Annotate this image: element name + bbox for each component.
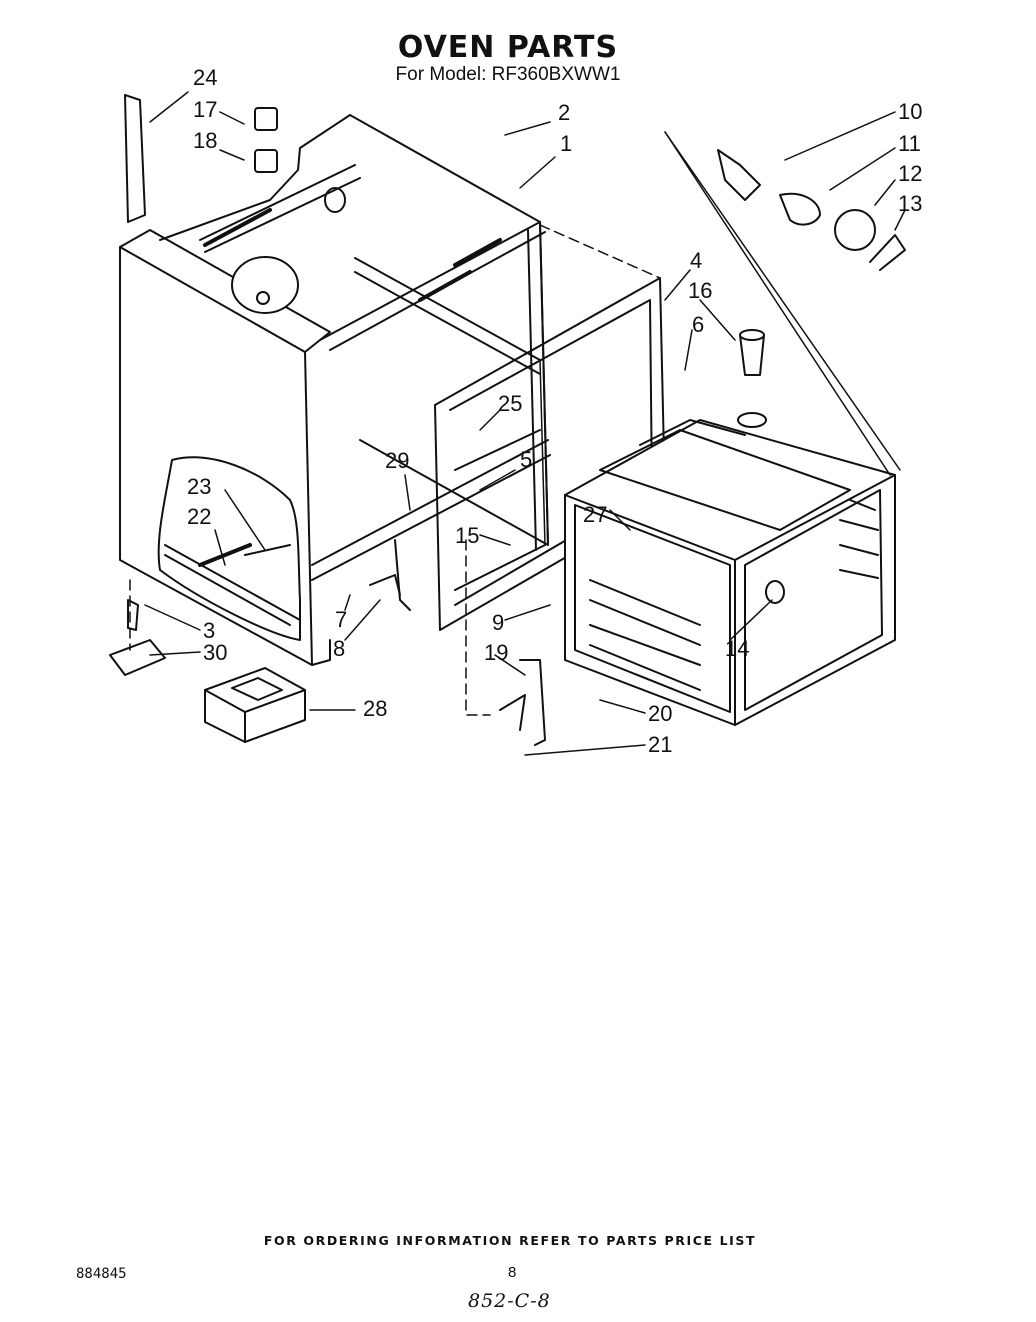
leader-lines bbox=[144, 91, 906, 756]
callout-12: 12 bbox=[898, 161, 922, 186]
callout-7: 7 bbox=[335, 607, 347, 632]
callout-1: 1 bbox=[560, 131, 572, 156]
cabinet-body bbox=[119, 114, 551, 666]
oven-light-assembly bbox=[664, 131, 906, 476]
callout-3: 3 bbox=[203, 618, 215, 643]
callout-15: 15 bbox=[455, 523, 479, 548]
callout-28: 28 bbox=[363, 696, 387, 721]
callout-29: 29 bbox=[385, 448, 409, 473]
callout-2: 2 bbox=[558, 100, 570, 125]
callout-10: 10 bbox=[898, 99, 922, 124]
model-subtitle: For Model: RF360BXWW1 bbox=[395, 64, 621, 85]
callout-6: 6 bbox=[692, 312, 704, 337]
small-parts bbox=[109, 94, 546, 746]
callout-21: 21 bbox=[648, 732, 672, 757]
document-number: 884845 bbox=[76, 1266, 127, 1282]
callout-30: 30 bbox=[203, 640, 227, 665]
callout-20: 20 bbox=[648, 701, 672, 726]
callout-18: 18 bbox=[193, 128, 217, 153]
callout-labels: 1 2 3 4 5 6 7 8 9 10 11 12 13 14 15 16 1… bbox=[187, 65, 922, 757]
callout-8: 8 bbox=[333, 636, 345, 661]
callout-14: 14 bbox=[725, 636, 749, 661]
handwritten-code: 852-C-8 bbox=[468, 1290, 551, 1312]
callout-17: 17 bbox=[193, 97, 217, 122]
vent-tube bbox=[737, 329, 767, 428]
callout-22: 22 bbox=[187, 504, 211, 529]
alignment-lines bbox=[129, 224, 661, 716]
callout-16: 16 bbox=[688, 278, 712, 303]
cabinet-cutaway bbox=[157, 456, 301, 641]
callout-11: 11 bbox=[898, 131, 921, 156]
callout-9: 9 bbox=[492, 610, 504, 635]
oven-liner bbox=[564, 419, 896, 726]
callout-23: 23 bbox=[187, 474, 211, 499]
callout-5: 5 bbox=[520, 447, 532, 472]
callout-13: 13 bbox=[898, 191, 922, 216]
callout-24: 24 bbox=[193, 65, 217, 90]
callout-19: 19 bbox=[484, 640, 508, 665]
callout-4: 4 bbox=[690, 248, 702, 273]
page-number: 8 bbox=[508, 1264, 517, 1281]
callout-27: 27 bbox=[583, 502, 607, 527]
ordering-info-note: FOR ORDERING INFORMATION REFER TO PARTS … bbox=[263, 1233, 757, 1248]
callout-25: 25 bbox=[498, 391, 522, 416]
page-title: OVEN PARTS bbox=[397, 30, 619, 65]
